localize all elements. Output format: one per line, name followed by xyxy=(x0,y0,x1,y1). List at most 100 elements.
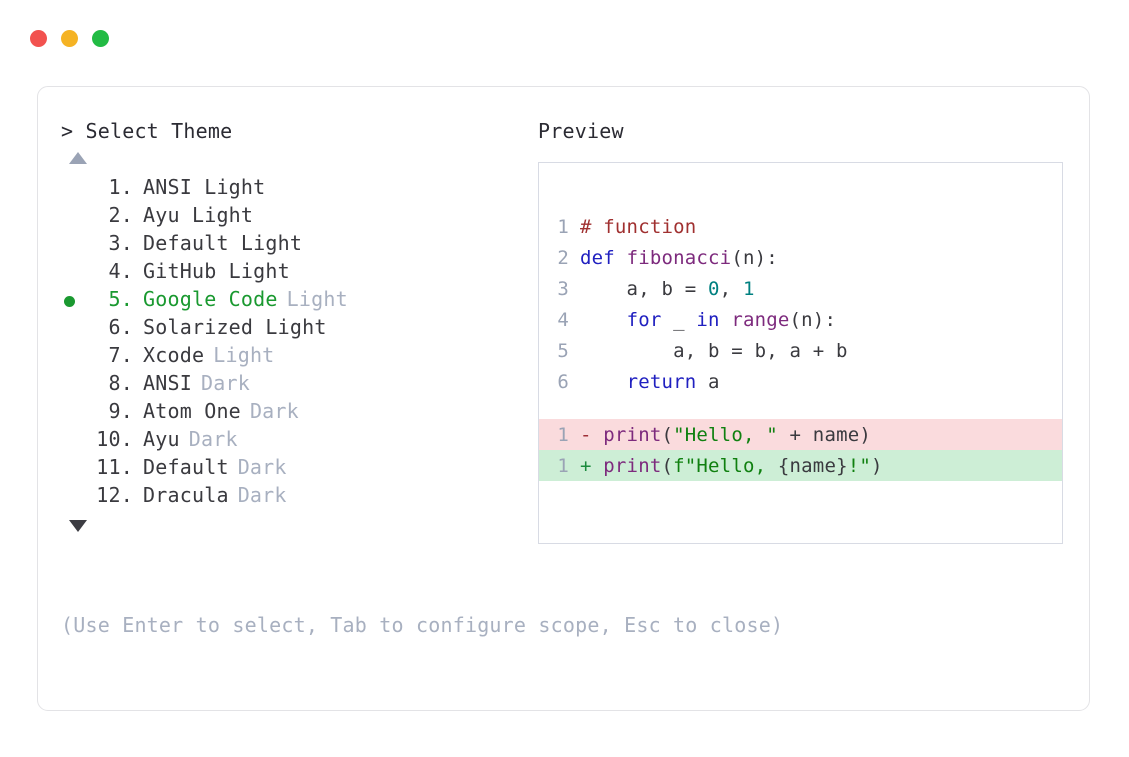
code-token: (n): xyxy=(731,246,778,269)
code-token xyxy=(580,309,627,331)
theme-item-variant: Dark xyxy=(237,483,287,507)
theme-item-index: 6. xyxy=(108,315,133,339)
theme-item-index: 9. xyxy=(108,399,133,423)
code-token: a xyxy=(696,370,720,393)
selection-bullet-cell xyxy=(61,259,87,287)
code-token: (n): xyxy=(789,308,837,331)
theme-item-variant: Dark xyxy=(188,427,238,451)
line-number: 1 xyxy=(557,423,569,446)
theme-list-item[interactable]: 12. Dracula Dark xyxy=(61,483,531,511)
code-token: fibonacci xyxy=(626,246,732,269)
code-token: 0 xyxy=(708,277,720,300)
theme-item-name: ANSI Light xyxy=(143,175,266,199)
theme-item-index: 1. xyxy=(108,175,133,199)
line-number: 1 xyxy=(557,454,569,477)
code-text: - print("Hello, " + name) xyxy=(569,424,871,446)
code-text: # function xyxy=(569,216,696,238)
selection-bullet-cell xyxy=(61,427,87,455)
theme-list-item[interactable]: 1. ANSI Light xyxy=(61,175,531,203)
code-token: range xyxy=(731,308,790,331)
theme-list-item[interactable]: 2.Ayu Light xyxy=(61,203,531,231)
code-token: print xyxy=(603,423,662,446)
code-token: ) xyxy=(871,454,883,477)
theme-list-item[interactable]: 9. Atom One Dark xyxy=(61,399,531,427)
code-token: print xyxy=(603,454,662,477)
code-token: 1 xyxy=(742,277,755,300)
line-number: 4 xyxy=(557,308,569,331)
theme-item-name: Google Code xyxy=(143,287,278,311)
code-text: def fibonacci(n): xyxy=(569,247,778,269)
theme-item-name: ANSI xyxy=(143,371,192,395)
code-text: a, b = 0, 1 xyxy=(569,278,755,300)
theme-item-index: 12. xyxy=(96,483,133,507)
selection-bullet-cell xyxy=(61,371,87,399)
selection-bullet-cell xyxy=(61,455,87,483)
scroll-up-icon[interactable] xyxy=(69,152,87,164)
code-token xyxy=(720,309,732,331)
minimize-button[interactable] xyxy=(61,30,78,47)
diff-line: 1 + print(f"Hello, {name}!") xyxy=(539,450,1062,481)
code-line: 3 a, b = 0, 1 xyxy=(539,273,1062,304)
code-token: ( xyxy=(661,454,674,477)
code-token: _ xyxy=(661,308,697,331)
code-token: ( xyxy=(661,423,674,446)
theme-list-item[interactable]: 6. Solarized Light xyxy=(61,315,531,343)
theme-item-name: Default Light xyxy=(143,231,303,255)
theme-item-variant: Light xyxy=(213,343,275,367)
theme-list-item[interactable]: 4.GitHub Light xyxy=(61,259,531,287)
code-token: "Hello, " xyxy=(673,423,778,446)
theme-item-name: Ayu xyxy=(143,427,180,451)
theme-item-name: Solarized Light xyxy=(143,315,327,339)
maximize-button[interactable] xyxy=(92,30,109,47)
theme-item-index: 8. xyxy=(108,371,133,395)
theme-item-name: Default xyxy=(143,455,229,479)
code-token: for xyxy=(626,308,662,331)
code-line: 4 for _ in range(n): xyxy=(539,304,1062,335)
code-token: f"Hello, xyxy=(673,454,778,477)
theme-item-variant: Dark xyxy=(249,399,299,423)
theme-item-index: 10. xyxy=(96,427,133,451)
theme-item-name: Dracula xyxy=(143,483,229,507)
line-number: 3 xyxy=(557,277,569,300)
code-token: , xyxy=(719,277,743,300)
diff-sign: - xyxy=(580,423,604,446)
page-title: > Select Theme xyxy=(61,119,233,143)
code-token: !" xyxy=(847,454,872,477)
code-token: {name} xyxy=(777,454,848,477)
theme-item-name: Atom One xyxy=(143,399,241,423)
selection-bullet-cell xyxy=(61,231,87,259)
diff-sign: + xyxy=(580,454,604,477)
selection-bullet-cell xyxy=(61,399,87,427)
close-button[interactable] xyxy=(30,30,47,47)
code-line: 5 a, b = b, a + b xyxy=(539,335,1062,366)
line-number: 2 xyxy=(557,246,569,269)
line-number: 5 xyxy=(557,339,569,362)
code-text: return a xyxy=(569,371,720,393)
line-number: 6 xyxy=(557,370,569,393)
theme-list-item[interactable]: 3.Default Light xyxy=(61,231,531,259)
code-token: a, b = xyxy=(580,277,709,300)
theme-item-name: GitHub Light xyxy=(143,259,290,283)
scroll-down-icon[interactable] xyxy=(69,520,87,532)
code-token: + name) xyxy=(777,423,872,446)
window-controls xyxy=(30,30,109,47)
code-token: def xyxy=(580,246,627,269)
selection-bullet-cell xyxy=(61,315,87,343)
code-token xyxy=(580,371,627,393)
theme-item-index: 7. xyxy=(108,343,133,367)
theme-list-item[interactable]: 10. Ayu Dark xyxy=(61,427,531,455)
code-token: # function xyxy=(580,215,697,238)
theme-item-name: Ayu Light xyxy=(143,203,254,227)
code-line: 6 return a xyxy=(539,366,1062,397)
